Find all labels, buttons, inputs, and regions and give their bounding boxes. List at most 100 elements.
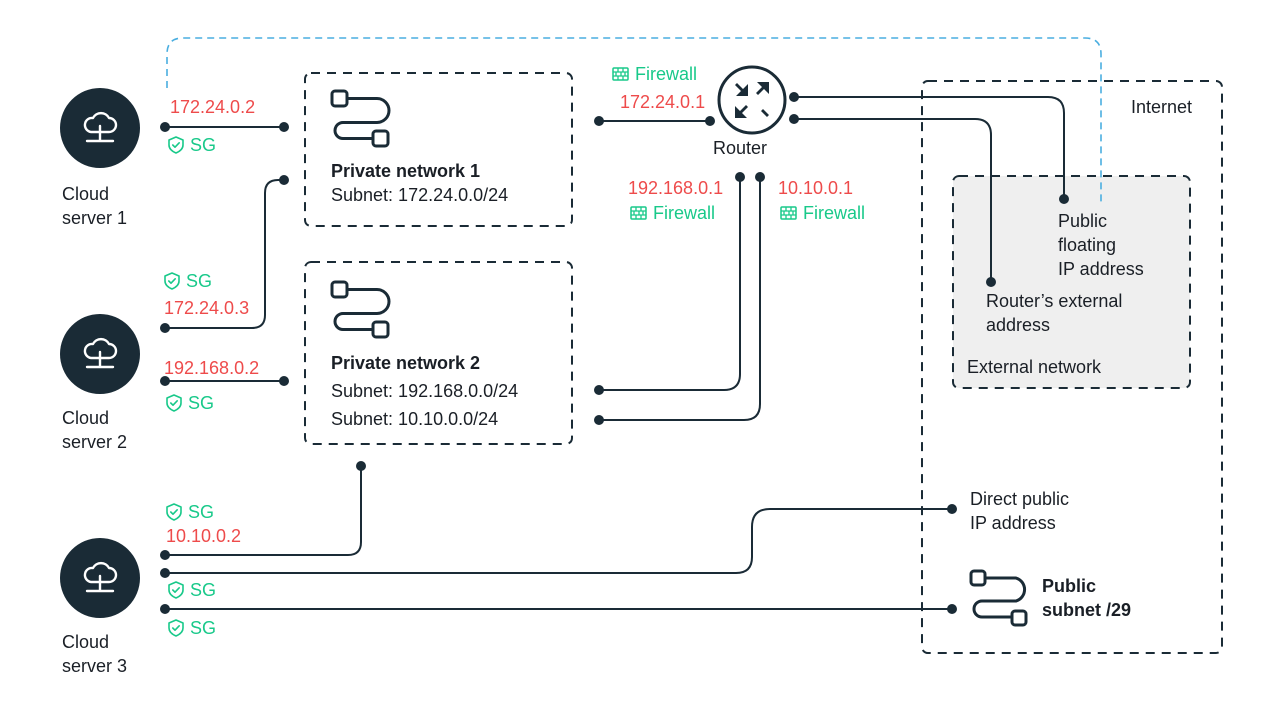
link-net2a-router [599,177,741,391]
port-dot [160,323,170,333]
link-server3-direct-ip [165,508,952,574]
router-external-label-line: Router’s external [986,291,1123,311]
port-dot [160,568,170,578]
port-dot [986,277,996,287]
public-subnet-label-line: Public [1042,576,1097,596]
ip-label: 10.10.0.2 [166,526,242,546]
private-network-2-box [304,261,573,445]
floating-ip-label-line: IP address [1058,259,1144,279]
ip-label: 172.24.0.2 [170,97,256,117]
private-network-2-title: Private network 2 [331,353,481,373]
firewall-icon [630,206,647,220]
router-label: Router [713,138,768,158]
port-dot [735,172,745,182]
shield-check-icon [166,503,182,521]
port-dot [279,122,289,132]
cloud-server-icon [60,314,140,394]
private-network-2-subnet-2: Subnet: 10.10.0.0/24 [331,409,499,429]
port-dot [947,504,957,514]
shield-check-icon [168,619,184,637]
security-group-badge: SG [168,133,216,157]
port-dot [755,172,765,182]
server-label-line: server 3 [62,656,128,676]
floating-ip-association-line [166,37,1102,204]
sg-text: SG [190,618,217,638]
port-dot [947,604,957,614]
server-label-line: Cloud [62,408,110,428]
port-dot [356,461,366,471]
security-group-badge: SG [166,391,214,415]
public-subnet-label: Public subnet /29 [1042,574,1131,622]
private-network-2-subnet-1: Subnet: 192.168.0.0/24 [331,381,519,401]
shield-check-icon [164,272,180,290]
server-label-line: Cloud [62,632,110,652]
floating-ip-label-line: floating [1058,235,1117,255]
direct-ip-label-line: IP address [970,513,1056,533]
port-dot [594,415,604,425]
private-network-icon [330,89,391,148]
private-network-1-subnet: Subnet: 172.24.0.0/24 [331,185,509,205]
floating-ip-label-line: Public [1058,211,1108,231]
firewall-badge: Firewall [612,62,697,86]
port-dot [279,376,289,386]
link-server2-net1 [165,179,284,329]
internet-zone [921,80,1223,654]
sg-text: SG [188,393,215,413]
port-dot [279,175,289,185]
firewall-icon [612,67,629,81]
shield-check-icon [168,136,184,154]
port-dot [160,122,170,132]
port-dot [1059,194,1069,204]
security-group-badge: SG [164,269,212,293]
firewall-icon [780,206,797,220]
port-dot [160,376,170,386]
firewall-badge: Firewall [630,201,715,225]
sg-text: SG [188,502,215,522]
cloud-server-icon [60,538,140,618]
link-router-external [794,118,992,282]
firewall-text: Firewall [803,203,866,223]
server-3-label: Cloud server 3 [62,630,127,678]
external-network-zone [952,175,1191,389]
port-dot [705,116,715,126]
port-dot [160,604,170,614]
server-1-label: Cloud server 1 [62,182,127,230]
ip-label: 172.24.0.1 [620,92,706,112]
firewall-badge: Firewall [780,201,865,225]
direct-ip-label-line: Direct public [970,489,1070,509]
floating-ip-label: Public floating IP address [1058,209,1144,281]
cloud-server-icon [60,88,140,168]
link-router-floating-ip [794,96,1065,199]
port-dot [594,385,604,395]
firewall-text: Firewall [635,64,698,84]
ip-label: 10.10.0.1 [778,178,854,198]
link-server3-net2 [165,466,362,556]
security-group-badge: SG [168,578,216,602]
router-external-label-line: address [986,315,1051,335]
public-subnet-label-line: subnet /29 [1042,600,1132,620]
private-network-1-title: Private network 1 [331,161,481,181]
server-2-label: Cloud server 2 [62,406,127,454]
sg-text: SG [190,580,217,600]
ip-label: 192.168.0.1 [628,178,724,198]
server-label-line: server 2 [62,432,128,452]
ip-label: 192.168.0.2 [164,358,260,378]
server-label-line: Cloud [62,184,110,204]
port-dot [594,116,604,126]
firewall-text: Firewall [653,203,716,223]
router-icon [717,65,787,135]
shield-check-icon [166,394,182,412]
security-group-badge: SG [166,500,214,524]
private-network-icon [330,280,391,339]
link-net2b-router [599,177,761,421]
sg-text: SG [190,135,217,155]
internet-label: Internet [1131,97,1193,117]
external-network-label: External network [967,357,1102,377]
router-external-address-label: Router’s external address [986,289,1122,337]
shield-check-icon [168,581,184,599]
direct-public-ip-label: Direct public IP address [970,487,1069,535]
security-group-badge: SG [168,616,216,640]
ip-label: 172.24.0.3 [164,298,250,318]
public-subnet-icon [969,569,1028,627]
